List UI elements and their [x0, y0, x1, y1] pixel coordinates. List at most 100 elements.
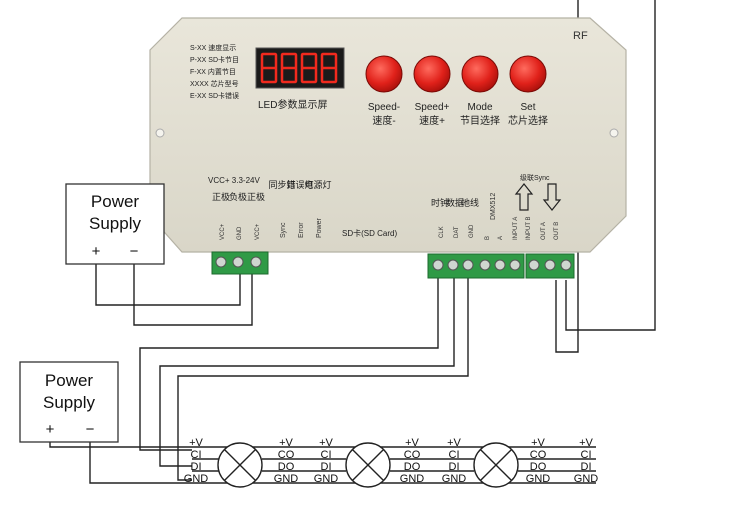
sync-out-arrow-icon [542, 183, 562, 211]
sd-card-label: SD卡(SD Card) [342, 228, 397, 238]
led-input-label: +V [319, 437, 333, 449]
indicator-en: Error [298, 222, 305, 238]
led-output-label: GND [526, 473, 551, 485]
led-input-label: DI [449, 461, 460, 473]
term-en: VCC+ [255, 223, 261, 240]
svg-text:Speed+: Speed+ [415, 102, 450, 113]
sync-terminal-block [525, 253, 575, 279]
data-terminal-block [427, 253, 525, 279]
svg-text:速度-: 速度- [372, 114, 395, 127]
led-cross-line [223, 448, 257, 482]
indicator-cn: 电源灯 [304, 179, 331, 190]
term-cn: 负极 [229, 191, 247, 202]
led-output-label: CO [404, 449, 421, 461]
svg-text:Supply: Supply [89, 214, 141, 233]
indicator-en: Power [316, 217, 323, 238]
legend-line: XXXX 芯片型号 [190, 79, 239, 88]
power-terminal-block [211, 251, 269, 275]
term-en: GND [237, 226, 243, 240]
svg-text:Set: Set [520, 102, 535, 113]
led-output-label: +V [531, 437, 545, 449]
term-en: VCC+ [220, 223, 226, 240]
dat-wire [159, 278, 455, 467]
speed-minus-button[interactable]: Speed- 速度- [365, 55, 403, 127]
svg-text:Mode: Mode [467, 102, 492, 113]
led-output-label: +V [405, 437, 419, 449]
rf-label: RF [573, 30, 588, 42]
led-input-label: DI [191, 461, 202, 473]
ps1-plus-wire [95, 262, 241, 306]
svg-text:节目选择: 节目选择 [460, 114, 500, 127]
cascade-term: OUT B [554, 222, 560, 240]
led-cross-line [479, 448, 513, 482]
indicator-cn: 同步灯 [268, 180, 295, 190]
power-terminal-labels: 正极 负极 正极 [212, 191, 265, 202]
cascade-label: 级联Sync [520, 173, 550, 182]
led-input-label: GND [574, 473, 599, 485]
legend-line: F-XX 内置节目 [190, 67, 236, 76]
led-output-label: CO [278, 449, 295, 461]
mode-button[interactable]: Mode 节目选择 [460, 55, 500, 127]
svg-text:速度+: 速度+ [419, 114, 445, 127]
power-supply-2: Power Supply + − [19, 361, 119, 443]
dmx-term: A [498, 236, 504, 240]
plus-sign: + [92, 243, 101, 260]
led-input-label: CI [581, 449, 592, 461]
cascade-term: INPUT B [526, 216, 532, 240]
wires [49, 0, 656, 484]
led-input-label: DI [581, 461, 592, 473]
led-input-label: GND [442, 473, 467, 485]
svg-text:Supply: Supply [43, 393, 95, 412]
svg-text:Power: Power [91, 192, 140, 211]
led-output-label: GND [274, 473, 299, 485]
led-input-label: CI [449, 449, 460, 461]
data-term-en: GND [469, 224, 475, 238]
led-input-label: DI [321, 461, 332, 473]
dmx-term: B [485, 236, 491, 240]
led-output-label: DO [530, 461, 547, 473]
minus-sign: − [86, 421, 95, 438]
svg-text:Power: Power [45, 371, 94, 390]
speed-plus-button[interactable]: Speed+ 速度+ [413, 55, 451, 127]
cascade-term: OUT A [541, 222, 547, 240]
led-input-label: +V [189, 437, 203, 449]
dmx-label: DMX512 [490, 193, 497, 220]
led-input-label: +V [579, 437, 593, 449]
led-output-label: DO [404, 461, 421, 473]
mount-hole-left [155, 128, 165, 138]
ps2-minus-wire [89, 440, 192, 484]
sync-out-wire-b [565, 0, 656, 331]
gnd-wire [177, 278, 469, 481]
voltage-label: VCC+ 3.3-24V [208, 176, 260, 185]
sync-in-arrow-icon [514, 183, 534, 211]
led-input-label: CI [191, 449, 202, 461]
led-input-label: CI [321, 449, 332, 461]
data-term-cn: 时钟 [431, 197, 449, 208]
data-term-cn: 地线 [461, 197, 479, 208]
legend-line: E-XX SD卡错误 [190, 91, 239, 100]
display-caption: LED参数显示屏 [258, 98, 327, 111]
led-pixel-chain: +VCIDIGND+VCIDIGND+VCIDIGND+VCIDIGND+VCO… [184, 437, 599, 488]
svg-text:芯片选择: 芯片选择 [508, 114, 548, 127]
term-cn: 正极 [212, 191, 230, 202]
cascade-term: INPUT A [513, 217, 519, 240]
indicator-cn: 错误灯 [286, 179, 313, 190]
controller-box: RF S-XX 速度显示 P-XX SD卡节目 F-XX 内置节目 XXXX 芯… [149, 17, 627, 253]
led-input-label: GND [314, 473, 339, 485]
led-input-label: GND [184, 473, 209, 485]
led-output-label: DO [278, 461, 295, 473]
led-input-label: +V [447, 437, 461, 449]
led-cross-line [351, 448, 385, 482]
data-term-en: DAT [454, 226, 460, 238]
minus-sign: − [130, 243, 139, 260]
set-button[interactable]: Set 芯片选择 [508, 55, 548, 127]
controller-housing [149, 17, 627, 253]
power-supply-1: Power Supply + − [65, 183, 165, 265]
data-term-en: CLK [439, 226, 445, 238]
led-output-label: CO [530, 449, 547, 461]
term-cn: 正极 [247, 191, 265, 202]
led-output-label: +V [279, 437, 293, 449]
clk-wire [139, 278, 439, 451]
indicator-en: Sync [280, 222, 287, 238]
